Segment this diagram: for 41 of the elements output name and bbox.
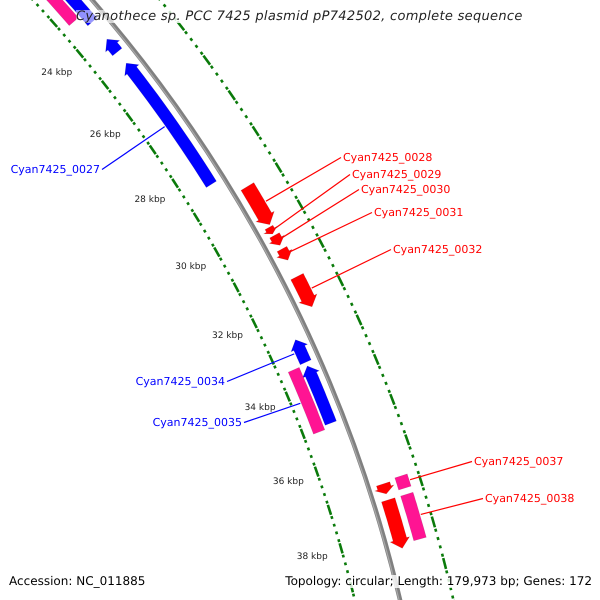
gene-feature bbox=[394, 474, 412, 490]
leader-line bbox=[312, 248, 392, 289]
scale-label: 26 kbp bbox=[90, 128, 121, 142]
title: Cyanothece sp. PCC 7425 plasmid pP742502, complete sequence bbox=[76, 10, 523, 23]
leader-line bbox=[410, 460, 472, 480]
gene-label: Cyan7425_0037 bbox=[474, 455, 564, 468]
gene-feature bbox=[276, 246, 292, 260]
scale-label: 28 kbp bbox=[134, 194, 166, 207]
leader-line bbox=[244, 402, 300, 424]
leader-line bbox=[290, 212, 372, 252]
scale-label: 36 kbp bbox=[272, 476, 304, 489]
leader-line bbox=[266, 156, 342, 202]
leader-line bbox=[275, 174, 350, 228]
leader-line bbox=[102, 126, 165, 170]
gene-feature bbox=[400, 492, 427, 542]
gene-feature bbox=[268, 232, 285, 246]
scale-label: 34 kbp bbox=[244, 402, 276, 416]
leader-line bbox=[282, 189, 360, 238]
gene-feature bbox=[290, 273, 318, 308]
gene-feature bbox=[288, 367, 326, 434]
gene-label: Cyan7425_0028 bbox=[343, 151, 432, 164]
gene-feature bbox=[262, 224, 278, 234]
scale-label: 32 kbp bbox=[212, 330, 243, 344]
gene-feature bbox=[124, 62, 217, 188]
gene-label: Cyan7425_0031 bbox=[374, 206, 464, 219]
gene-label: Cyan7425_0032 bbox=[393, 243, 482, 256]
gene-label: Cyan7425_0034 bbox=[136, 375, 225, 388]
scale-label: 38 kbp bbox=[296, 550, 328, 564]
footer-note: Accession: NC_011885 bbox=[9, 575, 146, 588]
gene-feature bbox=[290, 339, 312, 366]
scale-label: 30 kbp bbox=[175, 260, 206, 274]
gene-label: Cyan7425_0035 bbox=[152, 416, 242, 429]
gene-label: Cyan7425_0027 bbox=[10, 163, 100, 176]
gene-label: Cyan7425_0029 bbox=[352, 168, 442, 181]
gene-label: Cyan7425_0038 bbox=[485, 492, 574, 505]
footer-note: Topology: circular; Length: 179,973 bp; Genes: 172 bbox=[285, 575, 592, 588]
scale-label: 24 kbp bbox=[41, 66, 72, 80]
gene-label: Cyan7425_0030 bbox=[361, 183, 450, 196]
gene-feature bbox=[240, 182, 275, 225]
leader-line bbox=[420, 498, 484, 515]
leader-line bbox=[226, 353, 294, 382]
